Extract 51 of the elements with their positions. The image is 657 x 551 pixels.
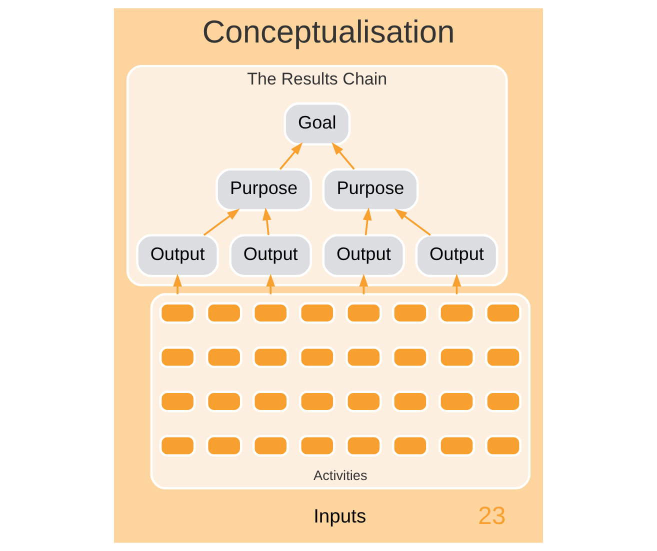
node-box: Purpose bbox=[216, 168, 312, 212]
node-box bbox=[346, 434, 382, 457]
node-box: Output bbox=[415, 234, 498, 278]
node-box bbox=[438, 346, 475, 368]
node-box bbox=[485, 390, 522, 412]
node-box bbox=[346, 346, 382, 368]
node-box bbox=[438, 302, 475, 324]
arrow bbox=[262, 208, 272, 236]
node-box bbox=[252, 390, 289, 412]
node-box bbox=[485, 434, 522, 457]
node-box bbox=[206, 390, 242, 412]
node-box bbox=[392, 390, 428, 412]
node-box: Output bbox=[322, 234, 406, 278]
node-box bbox=[392, 434, 428, 457]
node-box: Goal bbox=[284, 102, 351, 146]
node-box bbox=[206, 302, 242, 324]
arrow bbox=[173, 274, 182, 294]
node-box bbox=[159, 390, 196, 412]
label: Inputs bbox=[314, 506, 366, 528]
node-box bbox=[485, 346, 522, 368]
label: 23 bbox=[478, 502, 506, 530]
node-box bbox=[252, 302, 289, 324]
arrow bbox=[279, 142, 303, 170]
arrow bbox=[266, 274, 276, 294]
arrow bbox=[203, 208, 240, 236]
node-box: Output bbox=[136, 234, 219, 278]
node-box bbox=[206, 346, 242, 368]
node-box bbox=[392, 346, 428, 368]
node-box bbox=[206, 434, 242, 457]
node-box bbox=[299, 346, 336, 368]
arrow bbox=[362, 208, 372, 236]
cluster: Activities bbox=[150, 293, 531, 490]
node-box bbox=[159, 302, 196, 324]
node-box bbox=[392, 302, 428, 324]
node-box: Output bbox=[229, 234, 312, 278]
node-box bbox=[299, 302, 336, 324]
node-box bbox=[485, 302, 522, 324]
node-box bbox=[252, 346, 289, 368]
node-box bbox=[346, 302, 382, 324]
node-box bbox=[438, 434, 475, 457]
node-box bbox=[438, 390, 475, 412]
arrow bbox=[332, 142, 355, 170]
node-box: Purpose bbox=[322, 168, 419, 212]
node-box bbox=[159, 434, 196, 457]
node-box bbox=[299, 390, 336, 412]
arrow bbox=[394, 208, 431, 236]
node-box bbox=[159, 346, 196, 368]
node-box bbox=[346, 390, 382, 412]
node-box bbox=[252, 434, 289, 457]
node-box bbox=[299, 434, 336, 457]
diagram-title: Conceptualisation bbox=[202, 14, 455, 50]
